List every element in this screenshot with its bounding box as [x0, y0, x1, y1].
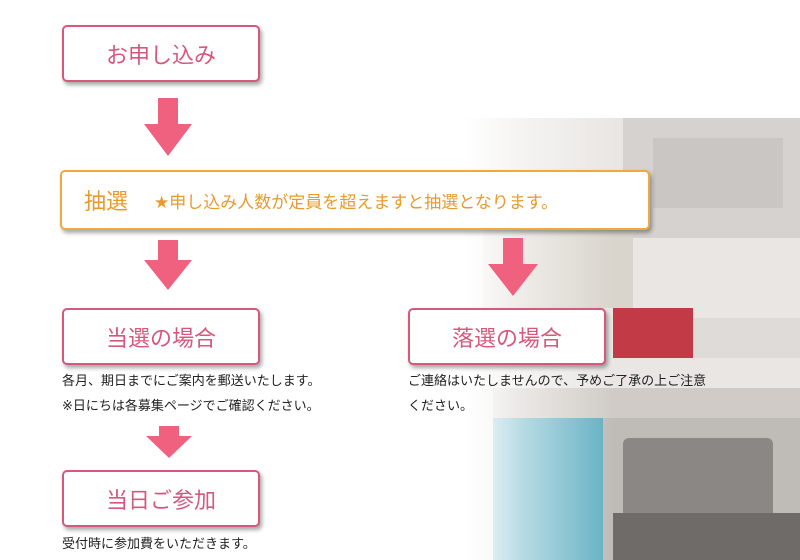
lose-desc-line-2: ください。	[408, 399, 474, 414]
win-desc-line-2: ※日にちは各募集ページでご確認ください。	[62, 399, 320, 414]
win-title: 当選の場合	[105, 326, 216, 352]
attend-step-box: 当日ご参加	[62, 470, 260, 527]
down-arrow-icon	[144, 240, 192, 290]
apply-step-box: お申し込み	[62, 25, 260, 82]
lottery-note: ★申し込み人数が定員を超えますと抽選となります。	[154, 192, 559, 213]
attend-desc-line: 受付時に参加費をいただきます。	[62, 537, 256, 552]
win-step-box: 当選の場合	[62, 308, 260, 365]
lottery-step-box: 抽選 ★申し込み人数が定員を超えますと抽選となります。	[60, 170, 650, 230]
lose-step-box: 落選の場合	[408, 308, 606, 365]
attend-title: 当日ご参加	[105, 488, 216, 514]
lose-title: 落選の場合	[451, 326, 562, 352]
lottery-title: 抽選	[84, 190, 129, 215]
down-arrow-icon	[144, 98, 192, 156]
down-arrow-icon	[488, 238, 538, 296]
lose-description: ご連絡はいたしませんので、予めご了承の上ご注意 ください。	[408, 369, 706, 419]
win-description: 各月、期日までにご案内を郵送いたします。 ※日にちは各募集ページでご確認ください…	[62, 369, 320, 419]
attend-description: 受付時に参加費をいただきます。	[62, 532, 256, 557]
win-desc-line-1: 各月、期日までにご案内を郵送いたします。	[62, 374, 321, 389]
lose-desc-line-1: ご連絡はいたしませんので、予めご了承の上ご注意	[408, 374, 707, 389]
apply-step-label: お申し込み	[105, 43, 216, 69]
down-arrow-icon	[146, 426, 192, 458]
